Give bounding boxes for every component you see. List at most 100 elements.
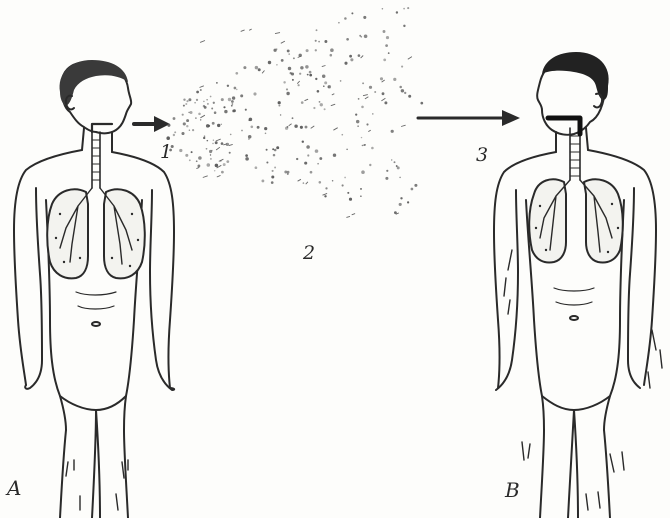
droplet (292, 117, 294, 119)
droplet (361, 106, 364, 109)
droplet (258, 68, 261, 71)
droplet (292, 79, 294, 81)
droplet (236, 89, 237, 90)
person-a-leg-marks (66, 460, 128, 510)
droplet (364, 144, 366, 146)
droplet (198, 156, 202, 160)
droplet-streak (229, 144, 233, 145)
droplet-streak (333, 128, 337, 131)
droplet (194, 102, 196, 104)
droplet (274, 149, 277, 152)
step-3-label: 3 (476, 146, 488, 165)
droplet-streak (368, 130, 370, 131)
droplet (245, 154, 248, 157)
person-a-airway (92, 124, 112, 132)
droplet (317, 163, 319, 165)
droplet (232, 110, 235, 113)
droplet (210, 154, 211, 155)
droplet (346, 149, 347, 150)
droplet (221, 171, 224, 174)
droplet (394, 161, 396, 163)
droplet (166, 136, 170, 140)
droplet (200, 119, 201, 120)
droplet-streak (382, 80, 385, 82)
droplet (280, 114, 281, 115)
droplet-streak (305, 99, 309, 101)
droplet (383, 59, 386, 62)
droplet (264, 127, 267, 130)
droplet (229, 152, 231, 154)
droplet (411, 188, 414, 191)
droplet (266, 161, 268, 163)
droplet (361, 170, 365, 174)
droplet (288, 53, 290, 55)
person-a-right-lung (104, 189, 145, 278)
droplet (271, 181, 274, 184)
droplet-streak (298, 179, 301, 181)
droplet (299, 73, 301, 75)
person-a-abdomen (76, 292, 116, 309)
droplet (324, 40, 327, 43)
droplet (210, 158, 212, 160)
droplet (360, 36, 362, 38)
person-b-label: B (505, 480, 520, 500)
droplet (374, 91, 376, 93)
droplet (212, 122, 215, 125)
droplet (362, 82, 364, 84)
droplet (183, 105, 185, 107)
droplet (174, 131, 176, 133)
droplet (287, 126, 289, 128)
droplet (305, 65, 308, 68)
droplet (399, 177, 401, 179)
droplet (223, 106, 225, 108)
droplet (276, 146, 279, 149)
droplet (179, 149, 182, 152)
droplet (189, 159, 191, 161)
droplet-streak (281, 41, 285, 43)
droplet (210, 96, 212, 98)
droplet (319, 181, 322, 184)
droplet-streak (332, 94, 335, 95)
droplet (313, 107, 315, 109)
droplet (333, 154, 336, 157)
droplet (257, 126, 260, 129)
droplet (400, 197, 402, 199)
droplet (315, 40, 317, 42)
droplet (214, 111, 217, 114)
droplet (182, 114, 184, 116)
droplet (380, 77, 383, 80)
droplet (382, 92, 385, 95)
person-a-figure (14, 60, 174, 518)
droplet (281, 59, 284, 62)
droplet (382, 8, 384, 10)
person-b-neck (556, 128, 588, 152)
droplet-streak (217, 175, 221, 177)
droplet-streak (196, 167, 199, 168)
droplet (316, 29, 318, 31)
droplet (250, 125, 253, 128)
droplet (286, 92, 289, 95)
person-b-trachea-rings (570, 136, 580, 176)
droplet (391, 159, 392, 160)
droplet (307, 154, 309, 156)
droplet (401, 89, 404, 92)
droplet (396, 11, 398, 13)
droplet (188, 98, 191, 101)
droplet (323, 85, 325, 87)
droplet (213, 140, 214, 141)
droplet (206, 99, 207, 100)
droplet-streak (323, 193, 328, 195)
droplet (192, 129, 194, 131)
person-b-hips (542, 396, 610, 410)
droplet (361, 137, 362, 138)
droplet-streak (322, 66, 326, 67)
droplet (407, 7, 409, 9)
droplet (396, 165, 398, 167)
droplet (301, 101, 304, 104)
droplet (204, 135, 206, 137)
droplet (189, 130, 190, 131)
droplet (186, 119, 189, 122)
droplet (243, 66, 246, 69)
droplet (206, 124, 210, 128)
